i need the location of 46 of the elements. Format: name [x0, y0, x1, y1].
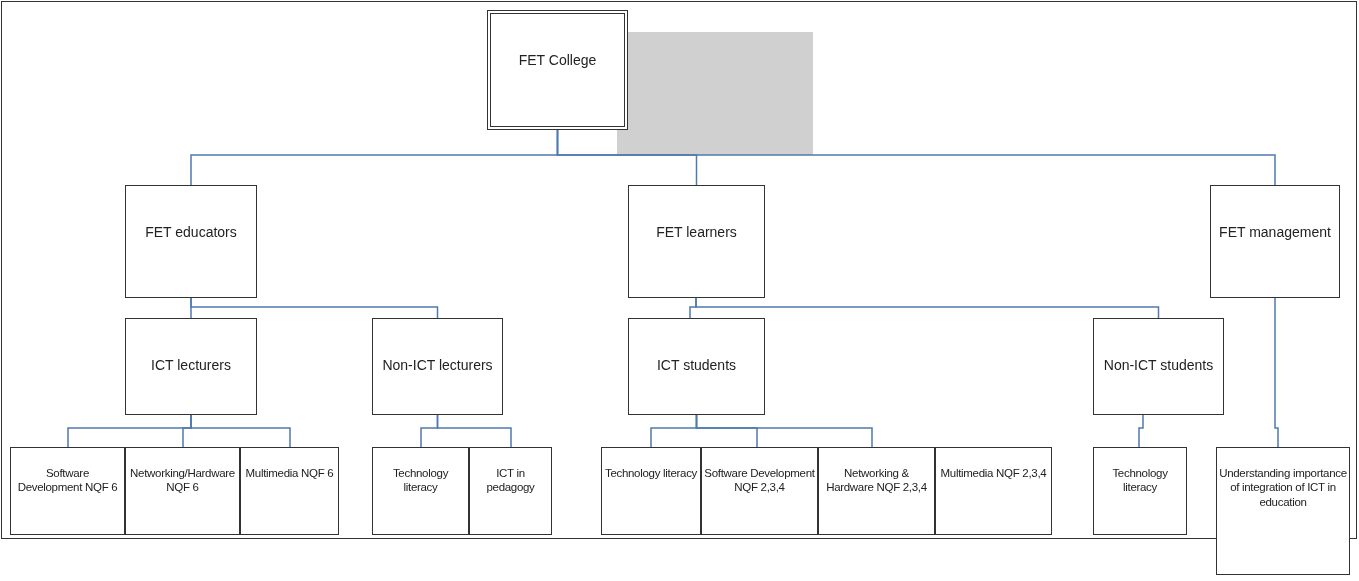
org-box — [935, 447, 1052, 535]
box-label: ICT lecturers — [151, 357, 231, 373]
connector-line — [1138, 414, 1144, 448]
box-label: FET College — [518, 52, 597, 68]
box-label: Multimedia NQF 2,3,4 — [940, 466, 1047, 481]
box-label: FET learners — [656, 224, 737, 240]
connector-line — [556, 129, 1276, 186]
box-label: ICT in pedagogy — [485, 466, 536, 495]
box-label: FET educators — [145, 224, 237, 240]
box-label: ICT students — [656, 357, 737, 373]
org-box — [1093, 447, 1187, 535]
box-label: Non-ICT students — [1103, 357, 1214, 373]
org-box — [125, 447, 240, 535]
box-label: Non-ICT lecturers — [382, 357, 493, 373]
org-box — [372, 318, 503, 415]
org-box — [125, 185, 257, 298]
org-box — [10, 447, 125, 535]
box-label: FET management — [1219, 224, 1331, 240]
box-label: Technology literacy — [1111, 466, 1169, 495]
box-label: Technology literacy — [604, 466, 698, 481]
connector-line — [190, 297, 439, 319]
connector-line — [695, 297, 1160, 319]
org-box — [125, 318, 257, 415]
org-box — [818, 447, 935, 535]
box-label: Software Development NQF 6 — [16, 466, 119, 495]
connector-line — [1274, 297, 1279, 448]
box-label: Networking/Hardware NQF 6 — [129, 466, 236, 495]
box-label: Understanding importance of integration of ICT in education — [1219, 466, 1347, 510]
org-box — [628, 185, 765, 298]
box-label: Software Development NQF 2,3,4 — [704, 466, 815, 495]
org-box — [628, 318, 765, 415]
org-box — [487, 10, 628, 130]
box-label: Multimedia NQF 6 — [245, 466, 334, 481]
org-box — [601, 447, 701, 535]
connector-line — [436, 414, 512, 448]
org-box — [469, 447, 552, 535]
org-box — [372, 447, 469, 535]
connector-line — [695, 414, 873, 448]
box-label: Technology literacy — [391, 466, 450, 495]
org-box — [1216, 447, 1350, 575]
box-label: Networking & Hardware NQF 2,3,4 — [825, 466, 928, 495]
org-box — [240, 447, 339, 535]
org-box — [701, 447, 818, 535]
connector-line — [190, 414, 291, 448]
org-box — [1093, 318, 1224, 415]
org-box — [1210, 185, 1340, 298]
